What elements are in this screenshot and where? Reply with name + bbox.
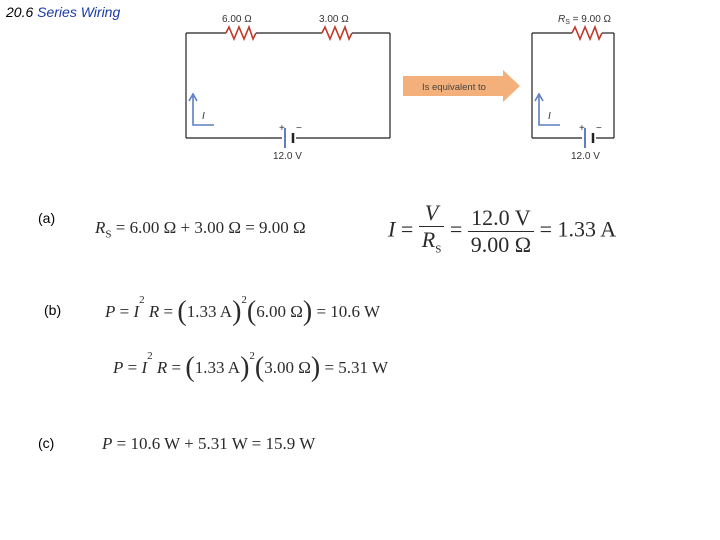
resistor-1-icon — [225, 24, 257, 42]
resistance-symbol: R — [156, 358, 168, 377]
series-circuit — [185, 32, 391, 139]
resistance-value: 6.00 Ω — [256, 302, 303, 321]
power-symbol: P — [105, 302, 116, 321]
equivalent-resistor-icon — [571, 24, 603, 42]
battery-2-plus: + — [579, 123, 585, 134]
section-number: 20.6 — [6, 4, 34, 20]
battery-2-icon — [584, 128, 595, 148]
battery-1-minus: − — [296, 123, 302, 134]
current-value: 1.33 A — [186, 302, 233, 321]
resistance-symbol: R — [148, 302, 160, 321]
current-1-label: I — [202, 111, 205, 122]
part-a-label: (a) — [38, 210, 56, 226]
rs-subscript: S — [105, 228, 112, 241]
voltage-value: 12.0 V — [467, 205, 535, 232]
series-resistance-equation: RS = 6.00 Ω + 3.00 Ω = 9.00 Ω — [95, 218, 306, 240]
resistor-2-icon — [321, 24, 353, 42]
battery-2-label: 12.0 V — [571, 151, 600, 162]
slide-title: 20.6 Series Wiring — [6, 4, 120, 20]
battery-1-label: 12.0 V — [273, 151, 302, 162]
equals: = — [159, 302, 178, 321]
power-equation-2: P = I2 R = (1.33 A)2(3.00 Ω) = 5.31 W — [113, 350, 389, 383]
resistor-2-label: 3.00 Ω — [319, 14, 349, 25]
current-symbol: I — [133, 302, 140, 321]
equivalence-label: Is equivalent to — [422, 82, 486, 93]
current-arrow-1-icon — [188, 92, 214, 126]
battery-2-minus: − — [596, 123, 602, 134]
rs-denominator-sub: S — [435, 243, 442, 256]
numeric-fraction: 12.0 V 9.00 Ω — [467, 205, 535, 258]
power-equation-1: P = I2 R = (1.33 A)2(6.00 Ω) = 10.6 W — [105, 294, 381, 327]
equivalent-resistor-label: RS = 9.00 Ω — [558, 14, 612, 26]
equivalent-circuit — [531, 32, 615, 139]
part-c-label: (c) — [38, 435, 55, 451]
equals: = — [167, 358, 186, 377]
equals: = — [123, 358, 142, 377]
current-value: 1.33 A — [194, 358, 241, 377]
power-symbol: P — [113, 358, 124, 377]
equals-sign-2: = — [449, 216, 463, 242]
total-power-equation: P = 10.6 W + 5.31 W = 15.9 W — [102, 434, 315, 454]
current-2-label: I — [548, 111, 551, 122]
current-symbol: I — [141, 358, 148, 377]
resistor-1-label: 6.00 Ω — [222, 14, 252, 25]
rs-denominator: R — [421, 227, 436, 252]
current-symbol: I — [388, 216, 396, 242]
rs-symbol: R — [95, 218, 106, 237]
resistance-value: 3.00 Ω — [264, 358, 311, 377]
equals: = — [115, 302, 134, 321]
battery-1-plus: + — [279, 123, 285, 134]
current-equation: I = V RS = 12.0 V 9.00 Ω = 1.33 A — [388, 200, 616, 262]
current-result: = 1.33 A — [539, 216, 617, 242]
resistance-value: 9.00 Ω — [470, 231, 532, 257]
equals-sign: = — [400, 216, 414, 242]
section-title: Series Wiring — [37, 4, 121, 20]
power-symbol: P — [102, 434, 113, 453]
current-arrow-2-icon — [534, 92, 560, 126]
battery-1-icon — [284, 128, 295, 148]
equivalence-arrow-icon — [403, 70, 520, 102]
part-b-label: (b) — [44, 302, 62, 318]
rs-expression: = 6.00 Ω + 3.00 Ω = 9.00 Ω — [111, 218, 306, 237]
voltage-symbol: V — [424, 200, 439, 225]
total-power-expression: = 10.6 W + 5.31 W = 15.9 W — [112, 434, 316, 453]
circuit-diagram: 6.00 Ω 3.00 Ω + − 12.0 V I Is equivalent… — [185, 14, 615, 162]
power-result: = 5.31 W — [320, 358, 389, 377]
power-result: = 10.6 W — [312, 302, 381, 321]
v-over-rs-fraction: V RS — [418, 200, 445, 262]
